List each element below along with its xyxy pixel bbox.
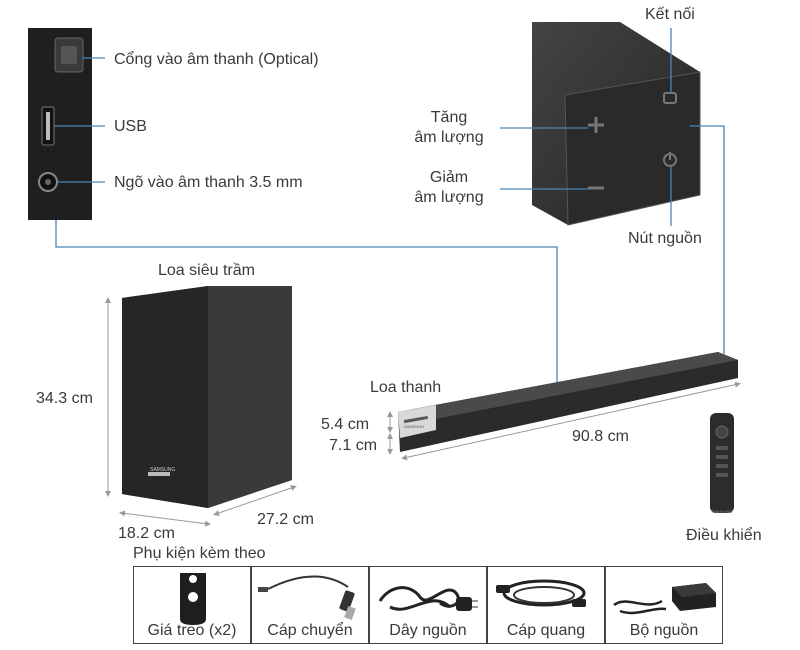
remote-label: Điều khiển	[686, 527, 762, 544]
accessory-power-cord: Dây nguồn	[369, 566, 487, 644]
soundbar-height-label: 5.4 cm	[321, 416, 370, 433]
optical-cable-icon	[496, 579, 586, 607]
power-cord-icon	[378, 586, 478, 611]
remote-brand: SAMSUNG	[712, 509, 733, 514]
accessories-title: Phụ kiện kèm theo	[133, 545, 266, 562]
soundbar-length-label: 90.8 cm	[572, 428, 629, 445]
accessory-label: Dây nguồn	[389, 622, 467, 639]
subwoofer-brand: SAMSUNG	[150, 467, 176, 473]
accessory-label: Bộ nguồn	[629, 622, 699, 639]
power-adapter-icon	[613, 583, 716, 615]
accessory-wall-bracket: Giá treo (x2)	[133, 566, 251, 644]
remote-drawing	[710, 413, 734, 513]
soundbar-drawing	[398, 352, 738, 452]
soundbar-depth-label: 7.1 cm	[329, 437, 378, 454]
accessory-label: Cáp quang	[506, 622, 586, 639]
subwoofer-height-label: 34.3 cm	[36, 390, 93, 407]
power-button-label: Nút nguồn	[628, 230, 702, 247]
soundbar-closeup	[532, 22, 701, 226]
accessory-adapter-cable: Cáp chuyển	[251, 566, 369, 644]
optical-port-label: Cổng vào âm thanh (Optical)	[114, 51, 319, 68]
subwoofer-title: Loa siêu trầm	[158, 262, 255, 279]
subwoofer-depth-label: 27.2 cm	[257, 511, 314, 528]
accessory-label: Cáp chuyển	[267, 622, 353, 639]
subwoofer-drawing	[122, 286, 292, 508]
accessory-label: Giá treo (x2)	[147, 622, 237, 639]
aux-port-label: Ngõ vào âm thanh 3.5 mm	[114, 174, 303, 191]
soundbar-brand: SAMSUNG	[404, 424, 425, 429]
subwoofer-width-label: 18.2 cm	[118, 525, 175, 542]
usb-port-label: USB	[114, 118, 147, 135]
accessory-optical-cable: Cáp quang	[487, 566, 605, 644]
connect-button-label: Kết nối	[645, 6, 695, 23]
rear-port-panel	[28, 28, 92, 220]
usb-adapter-cable-icon	[258, 575, 356, 621]
wall-bracket-icon	[180, 573, 206, 625]
accessory-power-adapter: Bộ nguồn	[605, 566, 723, 644]
soundbar-title: Loa thanh	[370, 379, 442, 396]
